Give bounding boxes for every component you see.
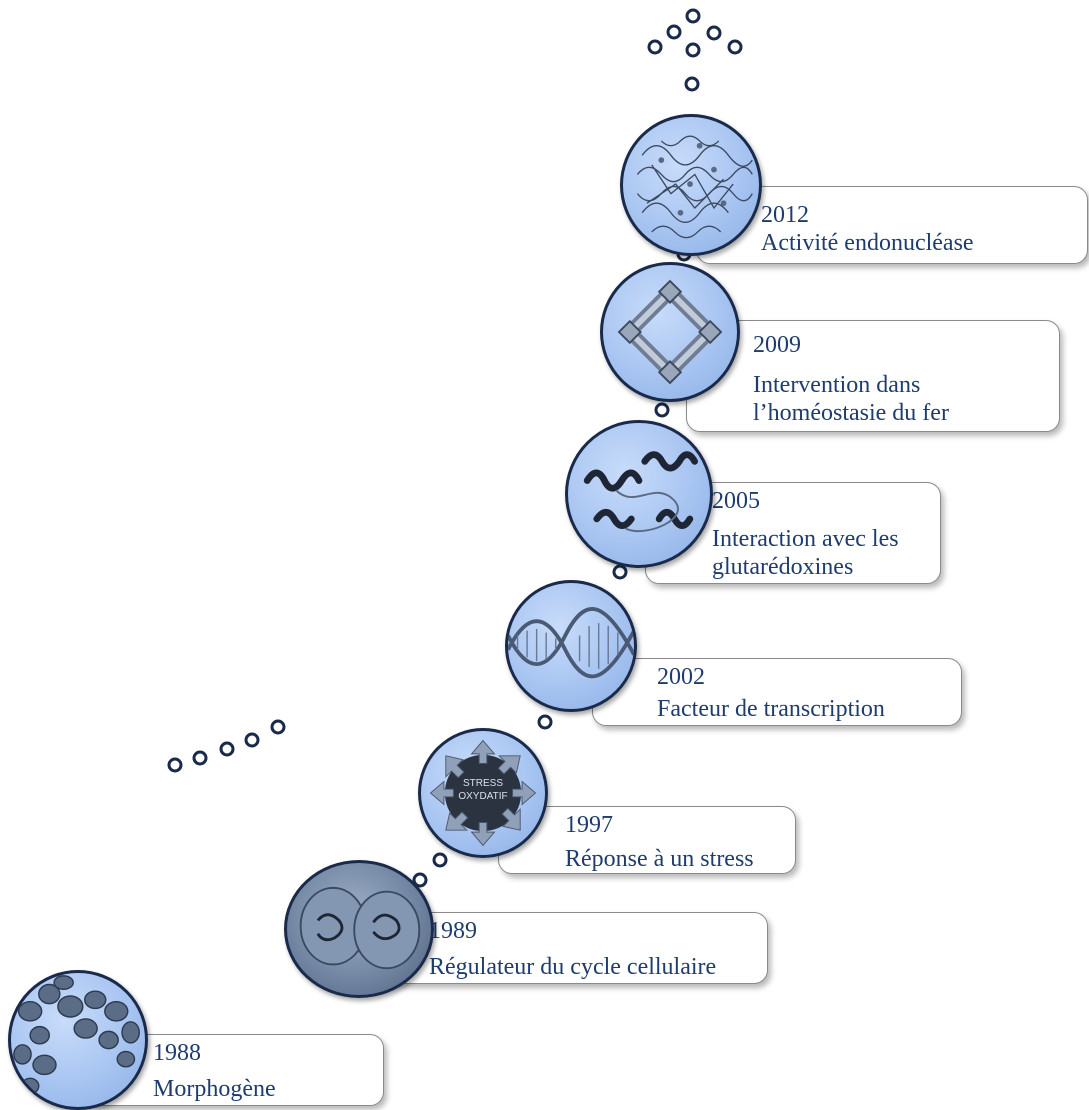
iron-cluster-icon xyxy=(600,262,740,402)
timeline-card-1997: 1997 Réponse à un stress xyxy=(498,806,796,874)
timeline-card-1989: 1989 Régulateur du cycle cellulaire xyxy=(362,912,768,984)
milestone-year: 1988 xyxy=(153,1040,201,1066)
milestone-year: 1989 xyxy=(429,918,477,944)
timeline-card-2002: 2002 Facteur de transcription xyxy=(592,658,962,726)
milestone-label-line2: l’homéostasie du fer xyxy=(753,400,949,426)
timeline-card-2009: 2009 Intervention dans l’homéostasie du … xyxy=(686,320,1060,432)
cell-division-icon xyxy=(284,860,434,998)
milestone-year: 2009 xyxy=(753,332,801,358)
milestone-year: 2002 xyxy=(657,664,705,690)
milestone-year: 1997 xyxy=(565,812,613,838)
milestone-label: Morphogène xyxy=(153,1076,276,1102)
enzyme-structure-icon xyxy=(620,114,762,256)
dna-helix-icon xyxy=(505,580,637,712)
milestone-label-line1: Intervention dans xyxy=(753,372,921,398)
oxidative-stress-icon: STRESS OXYDATIF xyxy=(418,728,548,858)
milestone-label-line2: glutarédoxines xyxy=(712,554,854,580)
milestone-label: Réponse à un stress xyxy=(565,846,754,872)
cells-icon xyxy=(8,970,148,1110)
milestone-label: Activité endonucléase xyxy=(761,230,974,256)
milestone-year: 2005 xyxy=(712,488,760,514)
milestone-label-line1: Interaction avec les xyxy=(712,526,899,552)
milestone-label: Régulateur du cycle cellulaire xyxy=(429,954,717,980)
stress-label-line2: OXYDATIF xyxy=(458,791,508,802)
protein-structure-icon xyxy=(565,420,713,568)
timeline-card-2012: 2012 Activité endonucléase xyxy=(696,186,1088,264)
milestone-year: 2012 xyxy=(761,202,809,228)
stress-label-line1: STRESS xyxy=(462,778,503,789)
milestone-label: Facteur de transcription xyxy=(657,696,885,722)
